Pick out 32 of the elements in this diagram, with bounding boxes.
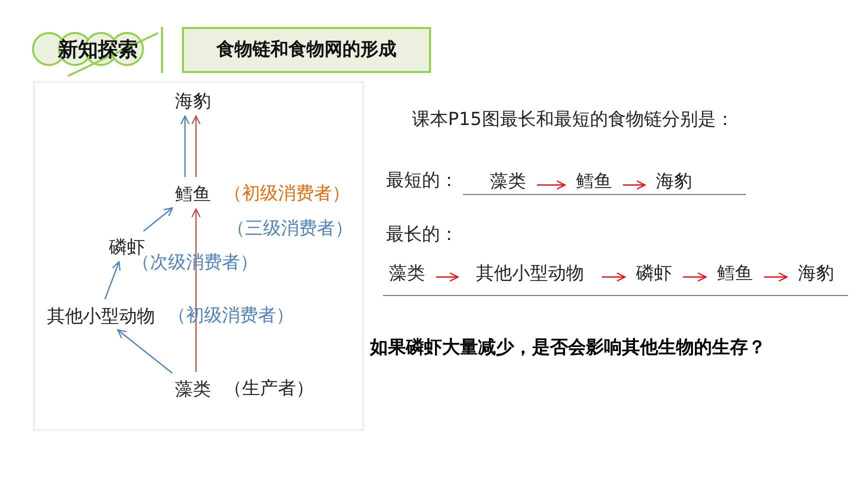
arrow (764, 272, 788, 282)
organism-name: 藻类 (170, 377, 216, 403)
trophic-role-label: （初级消费者） (224, 182, 350, 206)
trophic-role-label: （生产者） (224, 377, 314, 401)
organism-name: 海豹 (170, 89, 216, 115)
arrow (191, 115, 201, 177)
topic-title-box: 食物链和食物网的形成 (182, 27, 431, 73)
organism-name: 鳕鱼 (712, 261, 758, 287)
arrow (602, 272, 626, 282)
organism-name: 鳕鱼 (170, 182, 216, 208)
arrow (180, 115, 190, 177)
arrow (683, 272, 707, 282)
answer-label: 最长的： (386, 223, 458, 247)
organism-name: 其他小型动物 (464, 261, 596, 287)
organism-name: 磷虾 (631, 261, 677, 287)
arrow (104, 261, 121, 300)
arrow (623, 180, 646, 190)
answer-label: 最短的： (386, 169, 458, 193)
arrow (117, 329, 173, 374)
trophic-role-label: （三级消费者） (227, 217, 353, 241)
question-prompt: 课本P15图最长和最短的食物链分别是： (412, 108, 734, 132)
organism-name: 其他小型动物 (36, 304, 166, 330)
organism-name: 藻类 (485, 169, 531, 195)
food-web-panel (33, 81, 364, 431)
arrow (143, 207, 174, 232)
arrow (436, 272, 459, 282)
discussion-question: 如果磷虾大量减少，是否会影响其他生物的生存？ (370, 336, 766, 360)
organism-name: 鳕鱼 (571, 169, 617, 195)
organism-name: 海豹 (651, 169, 697, 195)
organism-name: 藻类 (384, 261, 430, 287)
arrow (537, 180, 566, 190)
organism-name: 海豹 (793, 261, 839, 287)
